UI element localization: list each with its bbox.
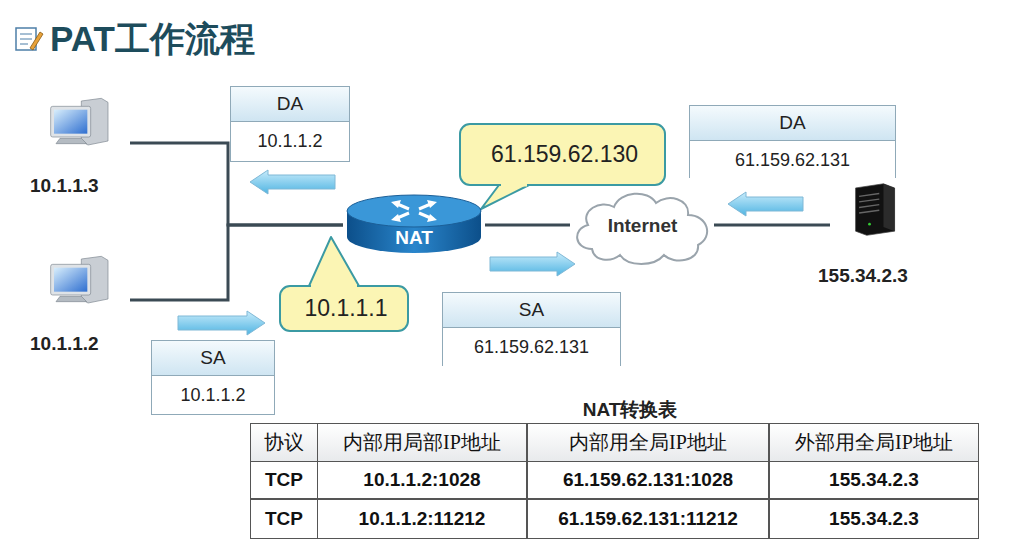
computer-node: 10.1.1.2 [30,255,130,363]
table-cell: 10.1.1.2:1028 [317,461,527,499]
node-text: 10.1.1.2 [30,333,99,355]
node-text: 10.1.1.1 [279,285,413,332]
table-header: 内部用局部IP地址 [317,423,527,462]
table-cell: TCP [250,461,318,499]
node-text: 61.159.62.130 [459,123,670,186]
node-text: NAT [343,227,485,249]
packet-box: DA10.1.1.2 [230,86,350,162]
node-text: 10.1.1.3 [30,175,99,197]
packet-box: DA61.159.62.131 [689,105,896,178]
computer-node: 10.1.1.3 [30,97,130,205]
node-text: DA [231,87,349,122]
address-callout: 61.159.62.130 [459,123,670,186]
node-text: 61.159.62.131 [443,328,620,366]
node-text: DA [690,106,895,141]
node-text: SA [152,341,274,376]
node-text: 10.1.1.2 [231,122,349,160]
table-header: 外部用全局IP地址 [769,423,979,462]
packet-box: SA10.1.1.2 [151,340,275,415]
node-text: 61.159.62.131 [690,141,895,179]
internet-cloud: Internet [568,185,717,267]
table-cell: TCP [250,499,318,539]
flow-arrow [178,170,803,335]
node-text: Internet [568,185,717,267]
table-cell: 61.159.62.131:1028 [527,461,769,499]
page-title: PAT工作流程 [50,16,255,63]
table-cell: 10.1.1.2:11212 [317,499,527,539]
network-link [485,224,570,227]
table-cell: 155.34.2.3 [769,461,979,499]
node-text: 155.34.2.3 [818,265,908,287]
packet-box: SA61.159.62.131 [442,292,621,366]
table-header: 协议 [250,423,318,462]
network-link [714,224,830,227]
table-header: 内部用全局IP地址 [527,423,769,462]
node-text: 10.1.1.2 [152,376,274,414]
nat-router: NAT [343,193,485,255]
table-cell: 155.34.2.3 [769,499,979,539]
server-node: 155.34.2.3 [818,181,928,293]
table-cell: 61.159.62.131:11212 [527,499,769,539]
title-icon [16,28,43,50]
node-text: SA [443,293,620,328]
address-callout: 10.1.1.1 [279,285,413,332]
table-title: NAT转换表 [520,397,740,423]
